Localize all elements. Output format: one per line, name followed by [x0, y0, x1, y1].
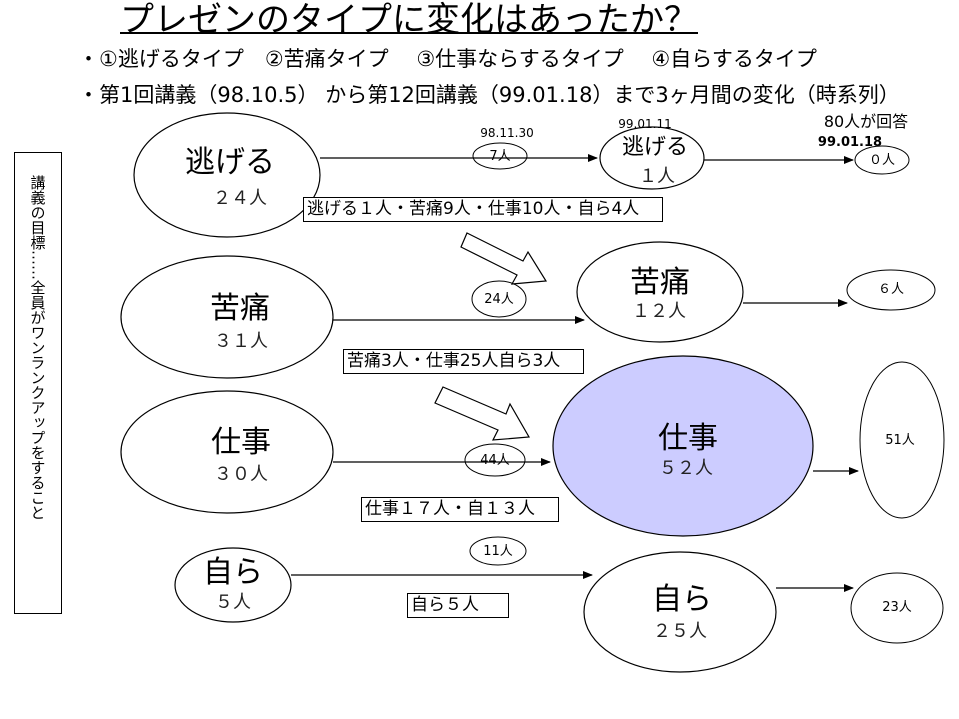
stage3-mizukara-label: 自ら	[652, 582, 712, 617]
date-2: 99.01.11	[618, 117, 672, 131]
block-arrow-1	[460, 232, 548, 285]
node-nigeru-stage3	[599, 126, 705, 190]
stage4-mizukara-count: 23人	[882, 600, 912, 615]
subtitle-types: ・①逃げるタイプ ②苦痛タイプ ③仕事ならするタイプ ④自らするタイプ	[78, 47, 817, 71]
breakdown-from-nigeru: 逃げる１人・苦痛9人・仕事10人・自ら4人	[303, 197, 663, 222]
count-shigoto-stage4	[859, 361, 945, 519]
stage1-shigoto-label: 仕事	[211, 425, 271, 460]
stage2-nigeru-count: 7人	[489, 149, 511, 164]
stage1-shigoto-count: ３０人	[214, 464, 268, 485]
goal-box: 講義の目標……全員がワンランクアップをすること	[14, 152, 62, 614]
stage3-mizukara-count: ２５人	[653, 621, 707, 642]
stage1-kutsuu-count: ３１人	[214, 331, 268, 352]
node-kutsuu-stage3	[576, 241, 744, 343]
stage2-kutsuu-count: 24人	[484, 292, 514, 307]
stage1-mizukara-label: 自ら	[203, 555, 263, 590]
stage4-shigoto-count: 51人	[885, 433, 915, 448]
stage3-kutsuu-label: 苦痛	[630, 265, 690, 300]
subtitle-period: ・第1回講義（98.10.5） から第12回講義（99.01.18）まで3ヶ月間…	[78, 83, 900, 107]
count-shigoto-stage2	[464, 443, 526, 477]
goal-text: 講義の目標……全員がワンランクアップをすること	[28, 175, 47, 520]
stage3-shigoto-label: 仕事	[658, 421, 718, 456]
block-arrow-2	[434, 386, 530, 441]
date-1: 98.11.30	[480, 126, 534, 140]
count-kutsuu-stage2	[471, 280, 527, 318]
stage4-kutsuu-count: ６人	[877, 282, 905, 297]
stage2-shigoto-count: 44人	[480, 453, 510, 468]
node-kutsuu-stage1	[120, 255, 334, 379]
breakdown-from-kutsuu: 苦痛3人・仕事25人自ら3人	[343, 349, 584, 374]
page-title: プレゼンのタイプに変化はあったか？	[120, 0, 698, 40]
stage2-mizukara-count: 11人	[483, 544, 513, 559]
count-nigeru-stage4	[854, 145, 910, 175]
node-nigeru-stage1	[133, 112, 321, 238]
breakdown-from-shigoto: 仕事１７人・自１３人	[361, 497, 559, 522]
node-mizukara-stage3	[583, 551, 777, 673]
stage4-nigeru-count: ０人	[868, 153, 896, 168]
stage1-mizukara-count: ５人	[215, 592, 251, 613]
count-kutsuu-stage4	[846, 269, 936, 311]
respondents: 80人が回答	[823, 112, 909, 131]
breakdown-from-mizukara: 自ら５人	[407, 593, 509, 618]
stage1-nigeru-count: ２４人	[213, 188, 267, 209]
stage1-kutsuu-label: 苦痛	[210, 291, 270, 326]
stage3-shigoto-count: ５２人	[659, 458, 713, 479]
date-3: 99.01.18	[817, 135, 883, 147]
stage1-nigeru-label: 逃げる	[185, 145, 275, 180]
node-shigoto-stage3	[552, 355, 814, 537]
count-mizukara-stage2	[469, 536, 527, 566]
stage3-nigeru-count: １人	[639, 166, 675, 187]
node-mizukara-stage1	[174, 547, 292, 623]
node-shigoto-stage1	[120, 390, 334, 514]
stage3-kutsuu-count: １２人	[632, 301, 686, 322]
count-nigeru-stage2	[472, 142, 528, 170]
stage3-nigeru-label: 逃げる	[621, 135, 689, 160]
count-mizukara-stage4	[850, 572, 944, 644]
